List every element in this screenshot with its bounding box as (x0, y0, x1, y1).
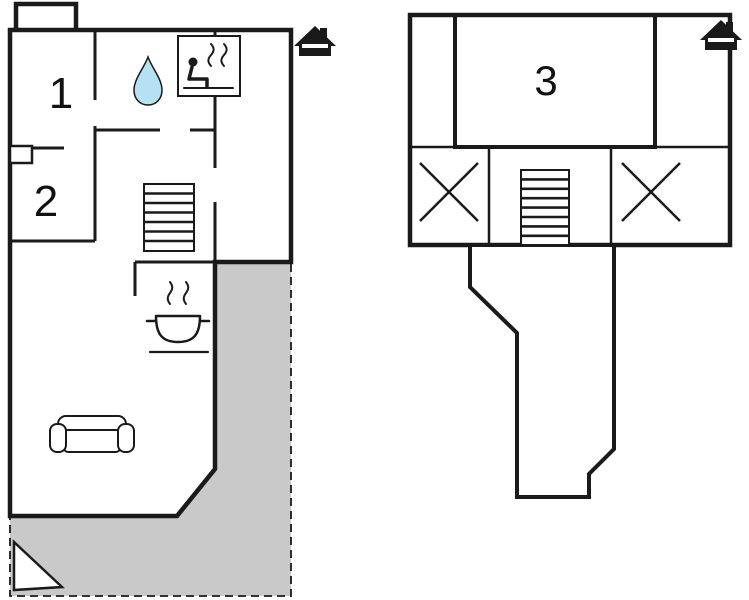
stairs-icon (520, 169, 570, 246)
stairs-steps (144, 192, 194, 243)
pot-body (154, 314, 202, 344)
cooking-pot-icon (145, 281, 211, 354)
sofa-icon (49, 415, 135, 453)
room-3-label: 3 (534, 57, 557, 104)
upper-floor-plan: 3 (407, 12, 742, 499)
steam-line (207, 43, 215, 67)
north-arrow-icon (12, 539, 65, 592)
ground-floor-exterior-wall (7, 27, 294, 519)
wall-notch (8, 144, 34, 165)
house-icon (294, 26, 336, 56)
steam-line (220, 43, 228, 67)
sloped-ceiling-x-icon (419, 162, 479, 222)
water-drop-icon (133, 54, 163, 106)
top-bay-wall (13, 1, 79, 30)
stairwell-corridor (468, 243, 616, 499)
ground-floor-plan: 1 2 (7, 1, 336, 597)
steam-line (182, 281, 190, 305)
sofa-arm-left (49, 423, 67, 453)
room-1-label: 1 (49, 69, 73, 118)
room-2-label: 2 (34, 177, 58, 226)
sloped-ceiling-x-icon (621, 162, 681, 222)
room-3-walls (453, 15, 657, 149)
sofa-seat (63, 429, 121, 453)
sofa-arm-right (117, 423, 135, 453)
steam-line (166, 281, 174, 305)
sauna-cabin (177, 35, 241, 97)
landing-partitions (410, 145, 730, 245)
sauna-icon (183, 43, 234, 89)
stairs-steps (521, 178, 569, 238)
stairs-icon (143, 183, 195, 252)
person-body (187, 65, 209, 89)
person-head (188, 57, 198, 67)
